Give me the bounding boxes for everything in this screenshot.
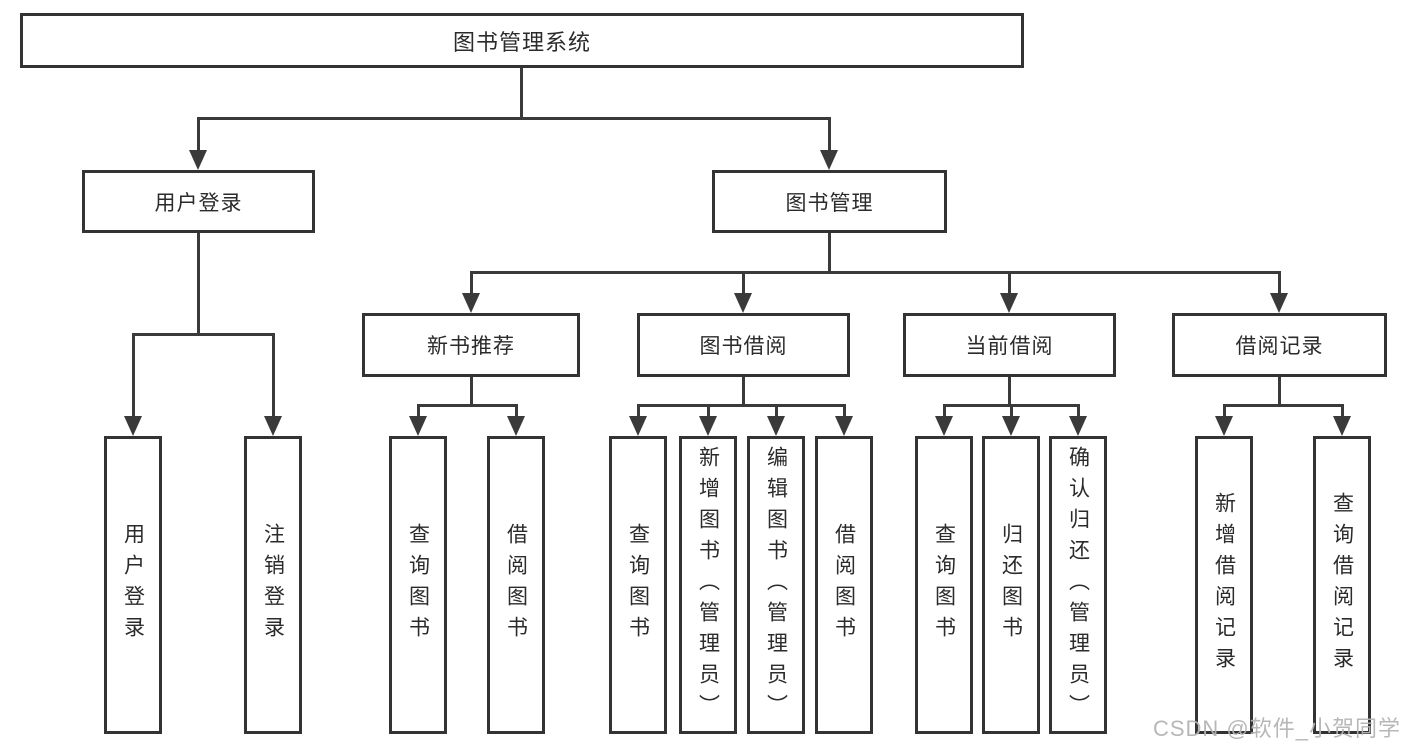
connector-bookborrow-stem	[742, 377, 745, 407]
connector-root-stem	[520, 68, 523, 120]
arrow-down-icon	[264, 416, 282, 436]
connector-to-borrow-records	[1278, 271, 1281, 296]
connector-to-leaf-login	[132, 333, 135, 421]
node-label: 图书管理	[785, 191, 874, 215]
arrow-down-icon	[1270, 293, 1288, 313]
node-label: 当前借阅	[965, 335, 1054, 358]
node-label: 编辑图书（管理员）	[764, 445, 788, 725]
arrow-down-icon	[409, 416, 427, 436]
node-label: 查询图书	[406, 523, 430, 647]
connector-userlogin-stem	[197, 233, 200, 334]
arrow-down-icon	[124, 416, 142, 436]
node-newbook-query-books: 查询图书	[389, 436, 447, 734]
arrow-down-icon	[1333, 416, 1351, 436]
node-return-books: 归还图书	[982, 436, 1040, 734]
arrow-down-icon	[1069, 416, 1087, 436]
connector-currentborrow-stem	[1008, 377, 1011, 407]
arrow-down-icon	[1215, 416, 1233, 436]
arrow-down-icon	[507, 416, 525, 436]
connector-newbook-stem	[470, 377, 473, 407]
arrow-down-icon	[820, 150, 838, 170]
node-label: 用户登录	[154, 191, 243, 215]
connector-userlogin-branch	[132, 333, 275, 336]
arrow-down-icon	[935, 416, 953, 436]
connector-to-leaf-logout	[272, 333, 275, 421]
connector-leaf	[637, 404, 640, 420]
arrow-down-icon	[189, 150, 207, 170]
connector-leaf	[707, 404, 710, 420]
connector-leaf	[775, 404, 778, 420]
arrow-down-icon	[629, 416, 647, 436]
node-borrow-borrow-books: 借阅图书	[815, 436, 873, 734]
node-add-borrow-record: 新增借阅记录	[1195, 436, 1253, 734]
node-library-management-system: 图书管理系统	[20, 13, 1024, 68]
node-book-management-module: 图书管理	[712, 170, 947, 233]
node-label: 确认归还（管理员）	[1066, 445, 1090, 725]
connector-bookmgmt-branch	[470, 271, 1281, 274]
connector-leaf	[843, 404, 846, 420]
connector-to-new-book	[470, 271, 473, 296]
connector-to-user-login	[197, 117, 200, 154]
connector-records-branch	[1223, 404, 1344, 407]
connector-leaf	[1341, 404, 1344, 420]
node-new-book-recommend: 新书推荐	[362, 313, 580, 377]
connector-to-book-management	[828, 117, 831, 154]
node-label: 新增图书（管理员）	[696, 445, 720, 725]
arrow-down-icon	[1002, 416, 1020, 436]
node-label: 新书推荐	[427, 335, 515, 358]
connector-bookmgmt-stem	[828, 233, 831, 273]
node-label: 注销登录	[261, 523, 285, 647]
arrow-down-icon	[767, 416, 785, 436]
node-leaf-logout: 注销登录	[244, 436, 302, 734]
node-label: 新增借阅记录	[1212, 492, 1236, 678]
node-edit-book-admin: 编辑图书（管理员）	[747, 436, 805, 734]
connector-to-book-borrow	[742, 271, 745, 296]
node-leaf-user-login: 用户登录	[104, 436, 162, 734]
node-newbook-borrow-books: 借阅图书	[487, 436, 545, 734]
node-label: 查询图书	[626, 523, 650, 647]
node-label: 归还图书	[999, 523, 1023, 647]
node-borrow-query-books: 查询图书	[609, 436, 667, 734]
node-current-borrowing: 当前借阅	[903, 313, 1116, 377]
node-query-borrow-record: 查询借阅记录	[1313, 436, 1371, 734]
arrow-down-icon	[699, 416, 717, 436]
node-label: 查询图书	[932, 523, 956, 647]
csdn-watermark: CSDN @软件_小贺同学	[1152, 716, 1401, 741]
connector-records-stem	[1278, 377, 1281, 407]
node-book-borrowing: 图书借阅	[637, 313, 850, 377]
node-confirm-return-admin: 确认归还（管理员）	[1049, 436, 1107, 734]
connector-leaf	[515, 404, 518, 420]
connector-leaf	[1010, 404, 1013, 420]
node-add-book-admin: 新增图书（管理员）	[679, 436, 737, 734]
node-label: 用户登录	[121, 523, 145, 647]
connector-root-branch	[197, 117, 831, 120]
node-borrowing-records: 借阅记录	[1172, 313, 1387, 377]
arrow-down-icon	[1000, 293, 1018, 313]
connector-leaf	[1077, 404, 1080, 420]
connector-leaf	[417, 404, 420, 420]
node-label: 借阅图书	[832, 523, 856, 647]
arrow-down-icon	[835, 416, 853, 436]
connector-bookborrow-branch	[637, 404, 846, 407]
arrow-down-icon	[462, 293, 480, 313]
node-current-query-books: 查询图书	[915, 436, 973, 734]
connector-leaf	[943, 404, 946, 420]
connector-newbook-branch	[417, 404, 518, 407]
node-label: 图书借阅	[699, 335, 788, 358]
arrow-down-icon	[734, 293, 752, 313]
node-label: 查询借阅记录	[1330, 492, 1354, 678]
connector-leaf	[1223, 404, 1226, 420]
node-user-login-module: 用户登录	[82, 170, 315, 233]
connector-to-current-borrow	[1008, 271, 1011, 296]
node-label: 图书管理系统	[452, 29, 591, 55]
node-label: 借阅记录	[1235, 335, 1324, 358]
node-label: 借阅图书	[504, 523, 528, 647]
